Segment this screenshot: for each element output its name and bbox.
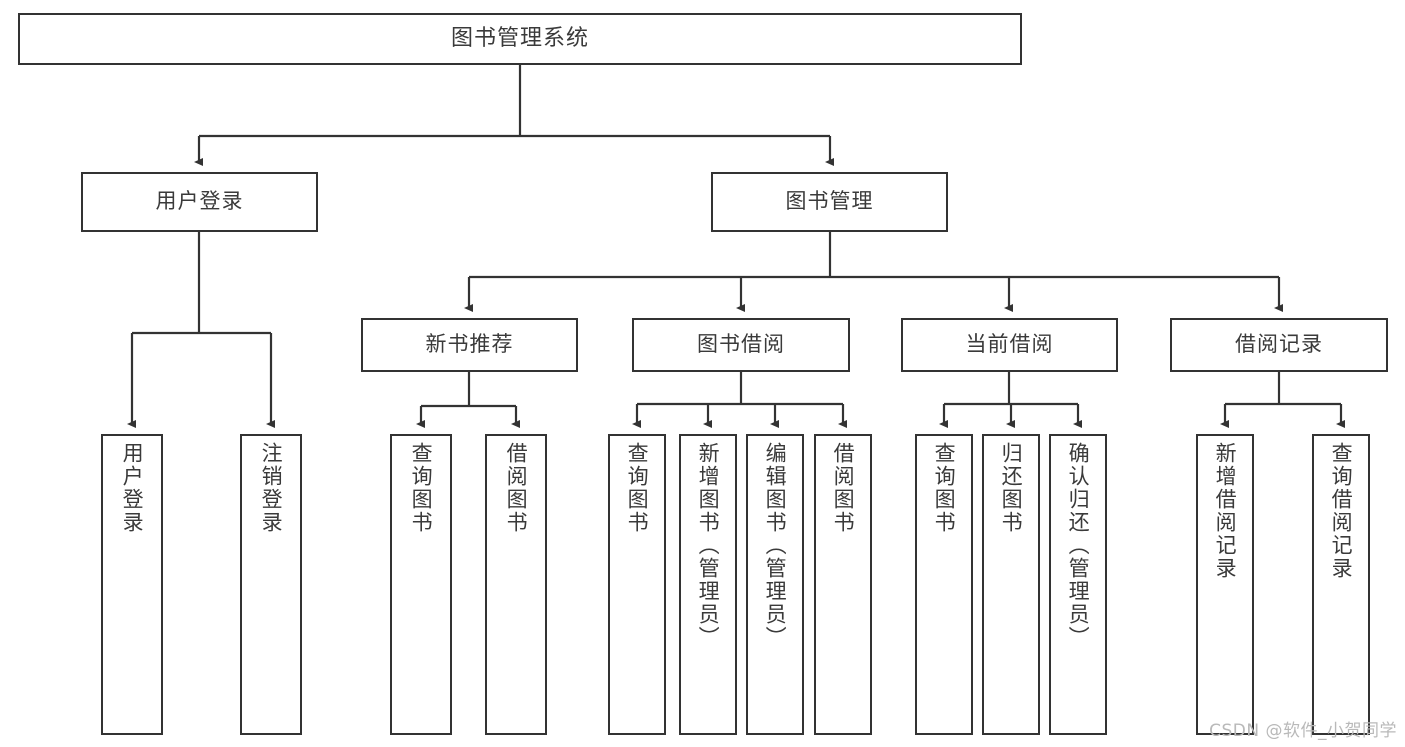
node-user-login-label: 用户登录 <box>155 189 244 214</box>
leaf-borrow-book-recommend[interactable]: 借阅图书 <box>485 434 547 735</box>
leaf-return-book[interactable]: 归还图书 <box>982 434 1040 735</box>
node-user-login[interactable]: 用户登录 <box>81 172 318 232</box>
leaf-query-book-borrow[interactable]: 查询图书 <box>608 434 666 735</box>
leaf-add-book-admin[interactable]: 新增图书（管理员） <box>679 434 737 735</box>
leaf-query-book-recommend-label: 查询图书 <box>409 442 434 534</box>
leaf-logout-label: 注销登录 <box>259 442 284 534</box>
leaf-add-book-admin-label: 新增图书（管理员） <box>696 442 721 649</box>
leaf-query-book-recommend[interactable]: 查询图书 <box>390 434 452 735</box>
leaf-confirm-return-admin[interactable]: 确认归还（管理员） <box>1049 434 1107 735</box>
leaf-query-book-current[interactable]: 查询图书 <box>915 434 973 735</box>
node-book-management[interactable]: 图书管理 <box>711 172 948 232</box>
node-current-borrow[interactable]: 当前借阅 <box>901 318 1118 372</box>
node-root-label: 图书管理系统 <box>450 25 589 51</box>
leaf-user-login-label: 用户登录 <box>120 442 145 534</box>
node-new-book-recommend-label: 新书推荐 <box>425 332 514 357</box>
watermark: CSDN @软件_小贺同学 <box>1209 721 1397 741</box>
node-current-borrow-label: 当前借阅 <box>965 332 1054 357</box>
leaf-return-book-label: 归还图书 <box>999 442 1024 534</box>
node-book-management-label: 图书管理 <box>785 189 874 214</box>
leaf-query-borrow-record[interactable]: 查询借阅记录 <box>1312 434 1370 735</box>
leaf-confirm-return-admin-label: 确认归还（管理员） <box>1066 442 1091 649</box>
node-borrow-records[interactable]: 借阅记录 <box>1170 318 1388 372</box>
node-book-borrow[interactable]: 图书借阅 <box>632 318 850 372</box>
leaf-logout[interactable]: 注销登录 <box>240 434 302 735</box>
leaf-add-borrow-record-label: 新增借阅记录 <box>1213 442 1238 580</box>
leaf-add-borrow-record[interactable]: 新增借阅记录 <box>1196 434 1254 735</box>
node-book-borrow-label: 图书借阅 <box>697 332 785 357</box>
node-new-book-recommend[interactable]: 新书推荐 <box>361 318 578 372</box>
leaf-edit-book-admin[interactable]: 编辑图书（管理员） <box>746 434 804 735</box>
node-root[interactable]: 图书管理系统 <box>18 13 1022 65</box>
leaf-query-book-borrow-label: 查询图书 <box>625 442 650 534</box>
leaf-user-login[interactable]: 用户登录 <box>101 434 163 735</box>
leaf-query-borrow-record-label: 查询借阅记录 <box>1329 442 1354 580</box>
node-borrow-records-label: 借阅记录 <box>1235 332 1323 357</box>
leaf-borrow-book-label: 借阅图书 <box>831 442 856 534</box>
leaf-borrow-book-recommend-label: 借阅图书 <box>504 442 529 534</box>
leaf-edit-book-admin-label: 编辑图书（管理员） <box>763 442 788 649</box>
leaf-query-book-current-label: 查询图书 <box>932 442 957 534</box>
leaf-borrow-book[interactable]: 借阅图书 <box>814 434 872 735</box>
